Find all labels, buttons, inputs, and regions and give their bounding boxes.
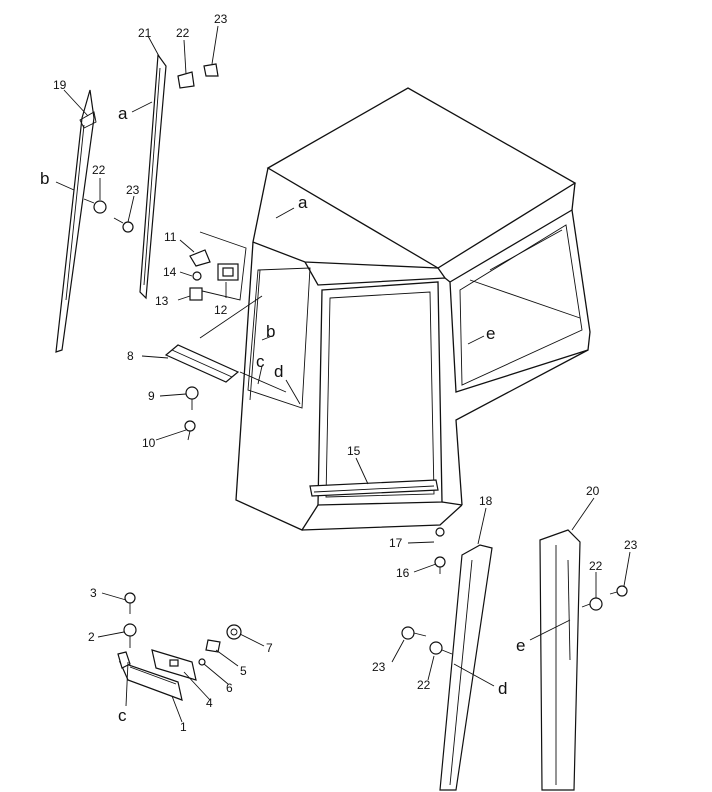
- screw-22-bottom: [429, 641, 453, 655]
- leader-lines: [55, 25, 631, 723]
- cap-7: [226, 624, 242, 640]
- callout-4: 4: [206, 696, 213, 710]
- screw-23-bottom: [401, 626, 427, 640]
- callout-1: 1: [180, 720, 187, 734]
- callout-15: 15: [347, 444, 361, 458]
- callout-3: 3: [90, 586, 97, 600]
- callout-23-top: 23: [214, 12, 228, 26]
- trim-bracket-8: [164, 295, 287, 393]
- pillar-trim-21: [139, 53, 167, 300]
- callout-10: 10: [142, 436, 156, 450]
- callout-5: 5: [240, 664, 247, 678]
- ref-d-cab: d: [274, 362, 283, 381]
- washer-6: [198, 658, 206, 666]
- screw-5: [205, 639, 221, 653]
- cab-body: [235, 87, 591, 537]
- callout-17: 17: [389, 536, 403, 550]
- screw-23-top: [203, 63, 219, 77]
- ref-b-cab: b: [266, 322, 275, 341]
- callout-16: 16: [396, 566, 410, 580]
- callout-14: 14: [163, 265, 177, 279]
- callout-22-right: 22: [589, 559, 603, 573]
- bracket-plate: [189, 231, 247, 301]
- callout-22-left: 22: [92, 163, 106, 177]
- callout-20: 20: [586, 484, 600, 498]
- ref-e-pillar: e: [516, 636, 525, 655]
- callout-7: 7: [266, 641, 273, 655]
- pillar-trim-19: [55, 89, 97, 353]
- reference-letters: a a b b c c d d e e: [40, 104, 525, 725]
- callout-19: 19: [53, 78, 67, 92]
- callout-9: 9: [148, 389, 155, 403]
- callout-13: 13: [155, 294, 169, 308]
- ref-d-pillar: d: [498, 679, 507, 698]
- callout-labels: 1 2 3 4 5 6 7 8 9 10 11 12 13 14 15 16 1…: [53, 12, 638, 734]
- callout-23-bottom: 23: [372, 660, 386, 674]
- callout-6: 6: [226, 681, 233, 695]
- screw-9: [185, 386, 199, 410]
- pillar-trim-18: [439, 544, 493, 791]
- screw-10: [184, 420, 196, 441]
- screw-22-top: [177, 71, 195, 89]
- callout-8: 8: [127, 349, 134, 363]
- grip-handle-1: [117, 651, 183, 701]
- screw-22-right: [581, 597, 603, 611]
- ref-a-cab: a: [298, 193, 308, 212]
- ref-a-left: a: [118, 104, 128, 123]
- callout-22-bottom: 22: [417, 678, 431, 692]
- ref-c-handle: c: [118, 706, 127, 725]
- ref-b-left: b: [40, 169, 49, 188]
- ref-c-cab: c: [256, 352, 265, 371]
- screw-23-right: [609, 585, 628, 597]
- screw-23-left: [113, 217, 134, 233]
- screw-22-left: [83, 198, 107, 214]
- callout-18: 18: [479, 494, 493, 508]
- callout-21: 21: [138, 26, 152, 40]
- callout-22-top: 22: [176, 26, 190, 40]
- callout-12: 12: [214, 303, 228, 317]
- callout-23-left: 23: [126, 183, 140, 197]
- screw-3: [124, 592, 136, 614]
- pillar-trim-20: [539, 529, 581, 791]
- ref-e-cab: e: [486, 324, 495, 343]
- screw-2: [123, 623, 137, 648]
- screw-16: [434, 556, 446, 574]
- callout-23-right: 23: [624, 538, 638, 552]
- callout-11: 11: [164, 230, 177, 244]
- callout-2: 2: [88, 630, 95, 644]
